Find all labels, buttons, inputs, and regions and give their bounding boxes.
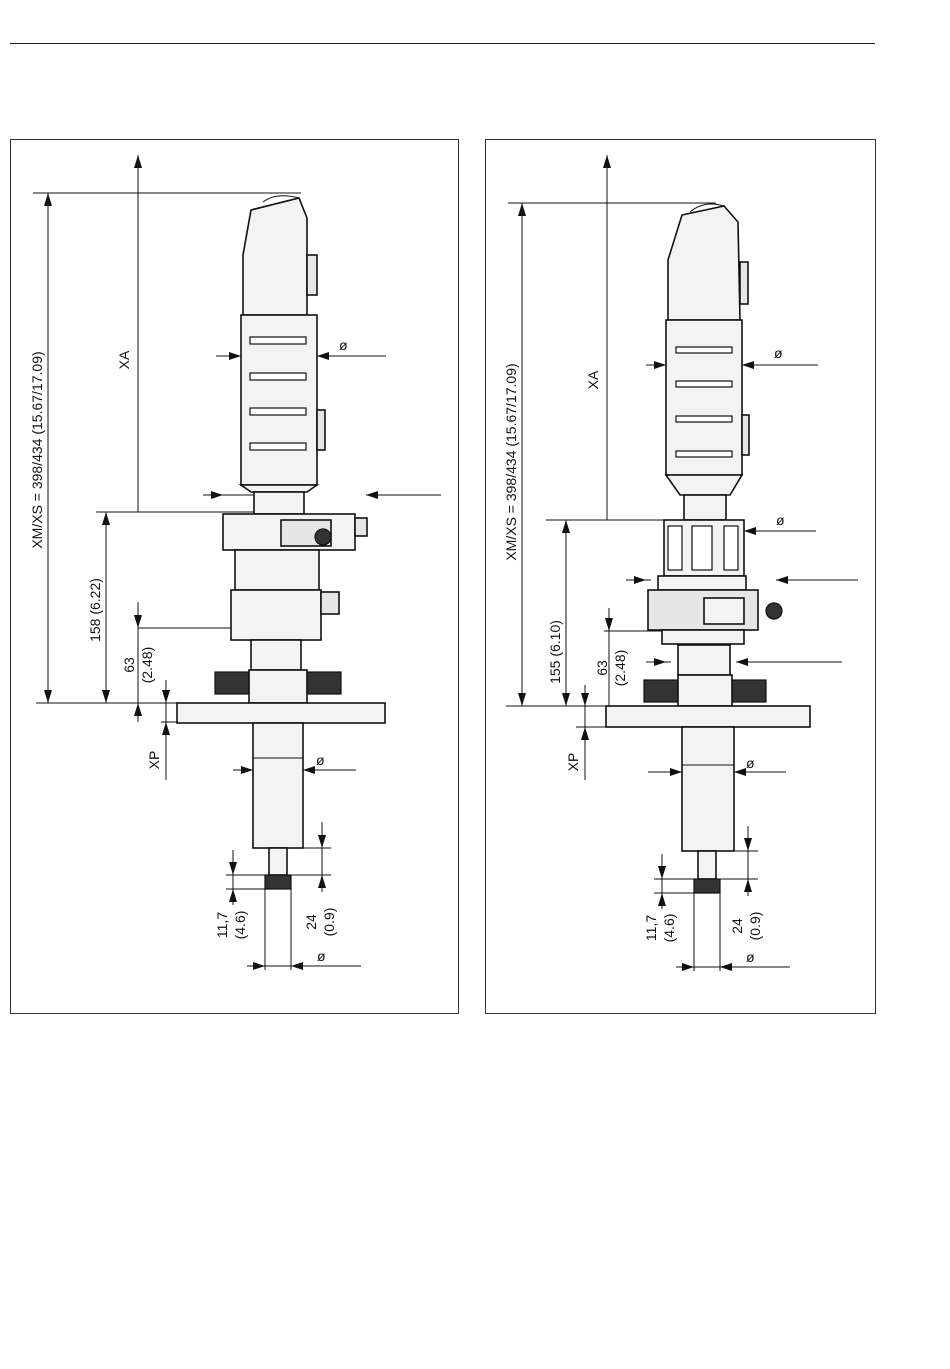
- drawing-panel-left: XM/XS = 398/434 (15.67/17.09) XA 158 (6.…: [10, 139, 459, 1014]
- xp-label: XP: [146, 751, 162, 770]
- dia-probe-symbol: ø: [746, 755, 755, 771]
- flange-height-in: (2.48): [612, 650, 628, 687]
- drawing-panel-right: XM/XS = 398/434 (15.67/17.09) XA 155 (6.…: [485, 139, 876, 1014]
- vent-slot-2: [676, 381, 732, 387]
- adapter-window: [704, 598, 744, 624]
- dia-tip-symbol: ø: [746, 949, 755, 965]
- probe-body: [253, 723, 303, 848]
- body-taper: [241, 485, 317, 492]
- body-taper: [666, 475, 742, 495]
- left-fitting: [644, 680, 678, 702]
- vent-slot-4: [250, 443, 306, 450]
- dia-upper-symbol: ø: [339, 337, 348, 353]
- adapter-side-nub: [355, 518, 367, 536]
- probe-body: [682, 727, 734, 851]
- right-fitting: [307, 672, 341, 694]
- transmitter-head: [668, 206, 740, 320]
- flange: [606, 706, 810, 727]
- stem-collar: [249, 670, 307, 703]
- tip-gap-in: (0.9): [321, 908, 337, 937]
- dia-probe-symbol: ø: [316, 752, 325, 768]
- vent-slot-1: [676, 347, 732, 353]
- transmitter-head: [243, 198, 307, 315]
- adapter-knob: [315, 529, 331, 545]
- vent-slot-2: [250, 373, 306, 380]
- adapter-base: [662, 630, 744, 644]
- tip-gap-in: (0.9): [747, 912, 763, 941]
- tip-len-in: (4.6): [661, 914, 677, 943]
- stem-collar: [678, 675, 732, 706]
- probe-tip-shaft: [698, 851, 716, 879]
- upper-column: [235, 550, 319, 590]
- probe-tip-shaft: [269, 848, 287, 875]
- dia-sleeve-symbol: ø: [776, 512, 785, 528]
- total-height-label: XM/XS = 398/434 (15.67/17.09): [503, 363, 519, 560]
- vent-slot-1: [250, 337, 306, 344]
- tip-len-in: (4.6): [232, 911, 248, 940]
- tip-len-mm: 11,7: [214, 912, 230, 938]
- neck: [254, 492, 304, 514]
- dimension-drawing-right: XM/XS = 398/434 (15.67/17.09) XA 155 (6.…: [486, 140, 875, 1013]
- head-side-button: [740, 262, 748, 304]
- body-side-port: [742, 415, 749, 455]
- flange: [177, 703, 385, 723]
- column-side-port: [321, 592, 339, 614]
- vent-slot-3: [676, 416, 732, 422]
- flange-height-in: (2.48): [139, 647, 155, 684]
- probe-tip: [265, 875, 291, 889]
- flange-height-mm: 63: [121, 657, 137, 673]
- adapter-knob: [766, 603, 782, 619]
- tip-gap-mm: 24: [303, 914, 319, 930]
- tip-gap-mm: 24: [729, 918, 745, 934]
- tip-len-mm: 11,7: [643, 915, 659, 941]
- right-fitting: [732, 680, 766, 702]
- probe-tip: [694, 879, 720, 893]
- header-rule: [10, 43, 875, 44]
- total-height-label: XM/XS = 398/434 (15.67/17.09): [29, 351, 45, 548]
- head-side-button: [307, 255, 317, 295]
- dia-upper-symbol: ø: [774, 345, 783, 361]
- dimension-drawing-left: XM/XS = 398/434 (15.67/17.09) XA 158 (6.…: [11, 140, 458, 1013]
- mid-height-label: 158 (6.22): [87, 578, 103, 642]
- adapter-collar: [658, 576, 746, 590]
- flange-height-mm: 63: [594, 660, 610, 676]
- vent-slot-4: [676, 451, 732, 457]
- left-fitting: [215, 672, 249, 694]
- body-side-port: [317, 410, 325, 450]
- xp-label: XP: [565, 753, 581, 772]
- mid-height-label: 155 (6.10): [547, 620, 563, 684]
- vent-slot-3: [250, 408, 306, 415]
- xa-label: XA: [585, 370, 601, 389]
- dia-tip-symbol: ø: [317, 948, 326, 964]
- sleeve-cutout-1: [668, 526, 682, 570]
- xa-label: XA: [116, 350, 132, 369]
- sensor-stem: [251, 640, 301, 670]
- sensor-stem: [678, 645, 730, 675]
- lower-column: [231, 590, 321, 640]
- neck: [684, 495, 726, 520]
- sleeve-cutout-3: [724, 526, 738, 570]
- sleeve-cutout-2: [692, 526, 712, 570]
